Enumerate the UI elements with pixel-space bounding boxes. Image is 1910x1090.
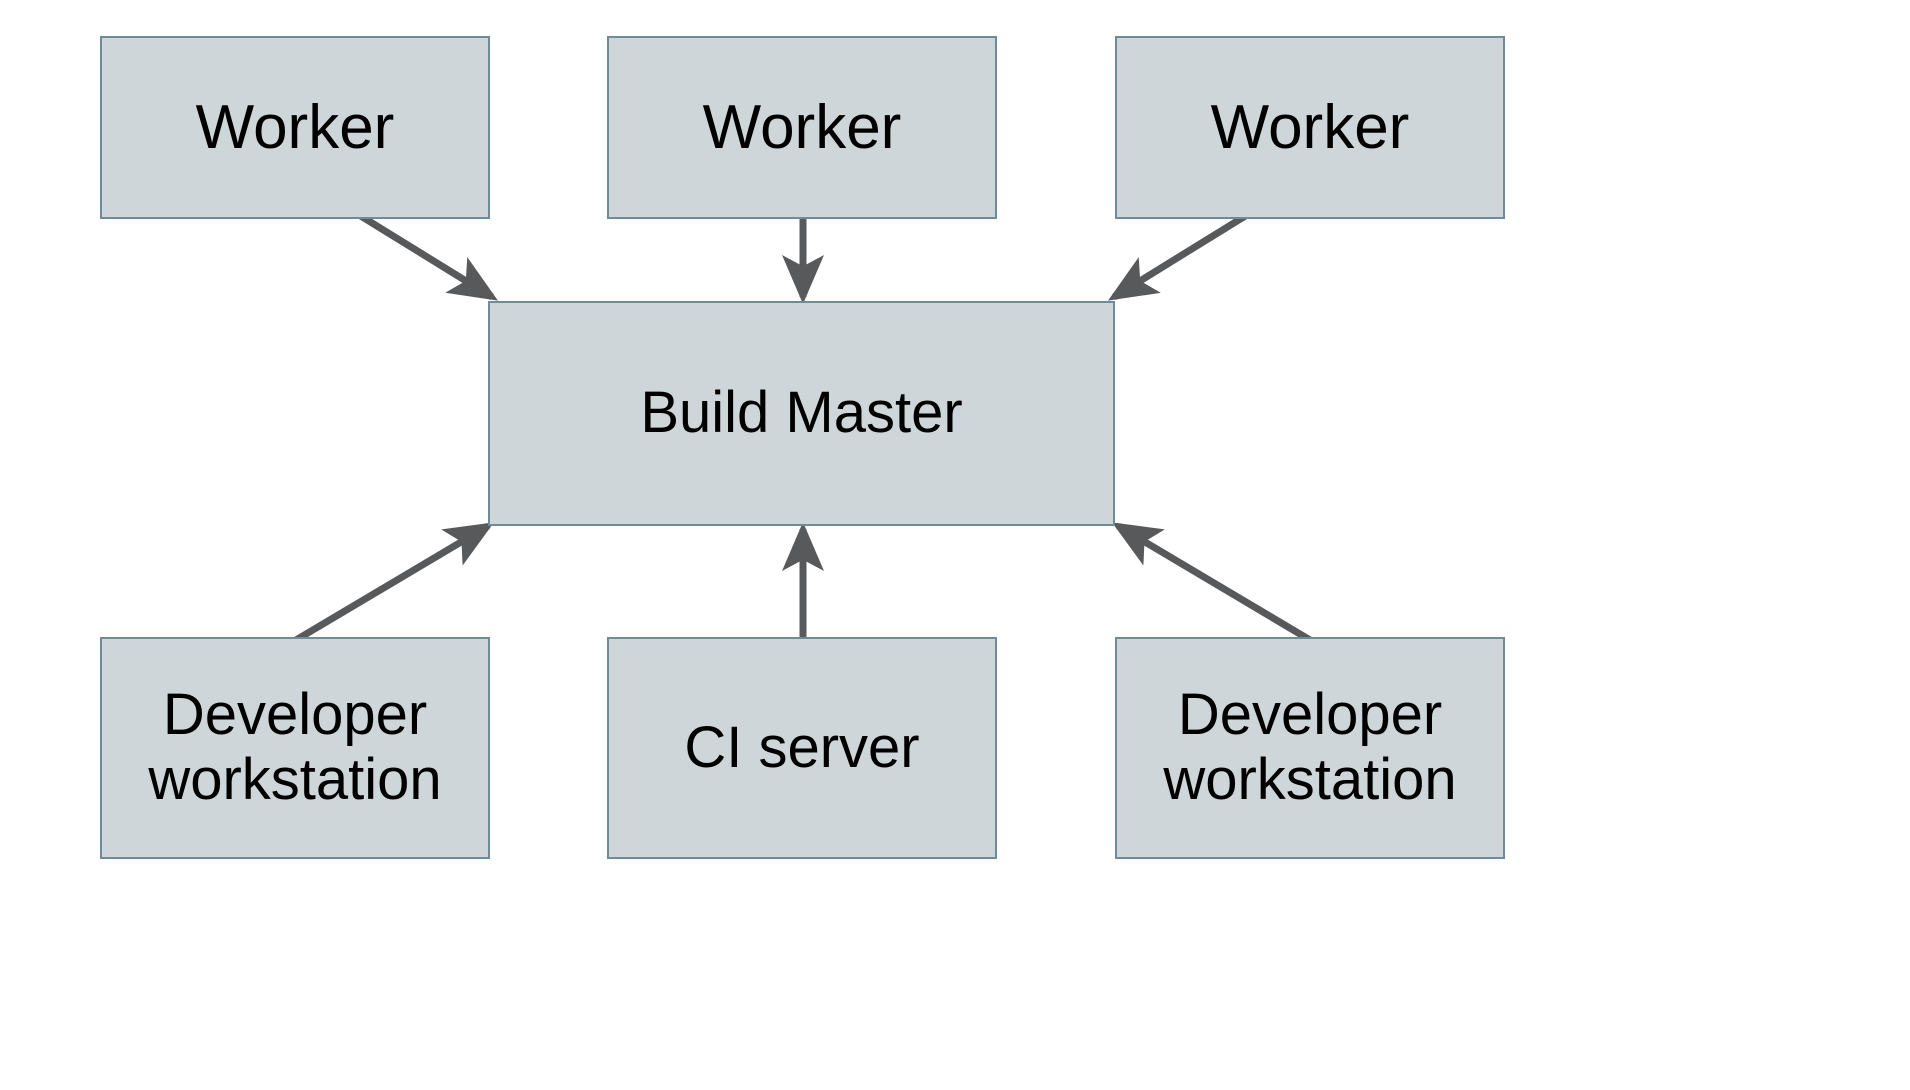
node-ci-server-label: CI server xyxy=(684,714,920,780)
node-developer-workstation-left[interactable]: Developer workstation xyxy=(100,637,490,859)
node-ci-server[interactable]: CI server xyxy=(607,637,997,859)
node-developer-workstation-right[interactable]: Developer workstation xyxy=(1115,637,1505,859)
edge-developer-workstation-left-to-build-master xyxy=(294,522,495,644)
edge-developer-workstation-right-to-build-master xyxy=(1111,522,1312,644)
node-worker-right-label: Worker xyxy=(1210,92,1410,162)
node-worker-center-label: Worker xyxy=(702,92,902,162)
node-developer-workstation-right-label: Developer workstation xyxy=(1163,682,1457,812)
node-worker-left[interactable]: Worker xyxy=(100,36,490,219)
node-build-master[interactable]: Build Master xyxy=(488,301,1115,526)
node-worker-left-label: Worker xyxy=(195,92,395,162)
node-build-master-label: Build Master xyxy=(640,380,963,446)
node-worker-center[interactable]: Worker xyxy=(607,36,997,219)
node-worker-right[interactable]: Worker xyxy=(1115,36,1505,219)
node-developer-workstation-left-label: Developer workstation xyxy=(148,682,442,812)
